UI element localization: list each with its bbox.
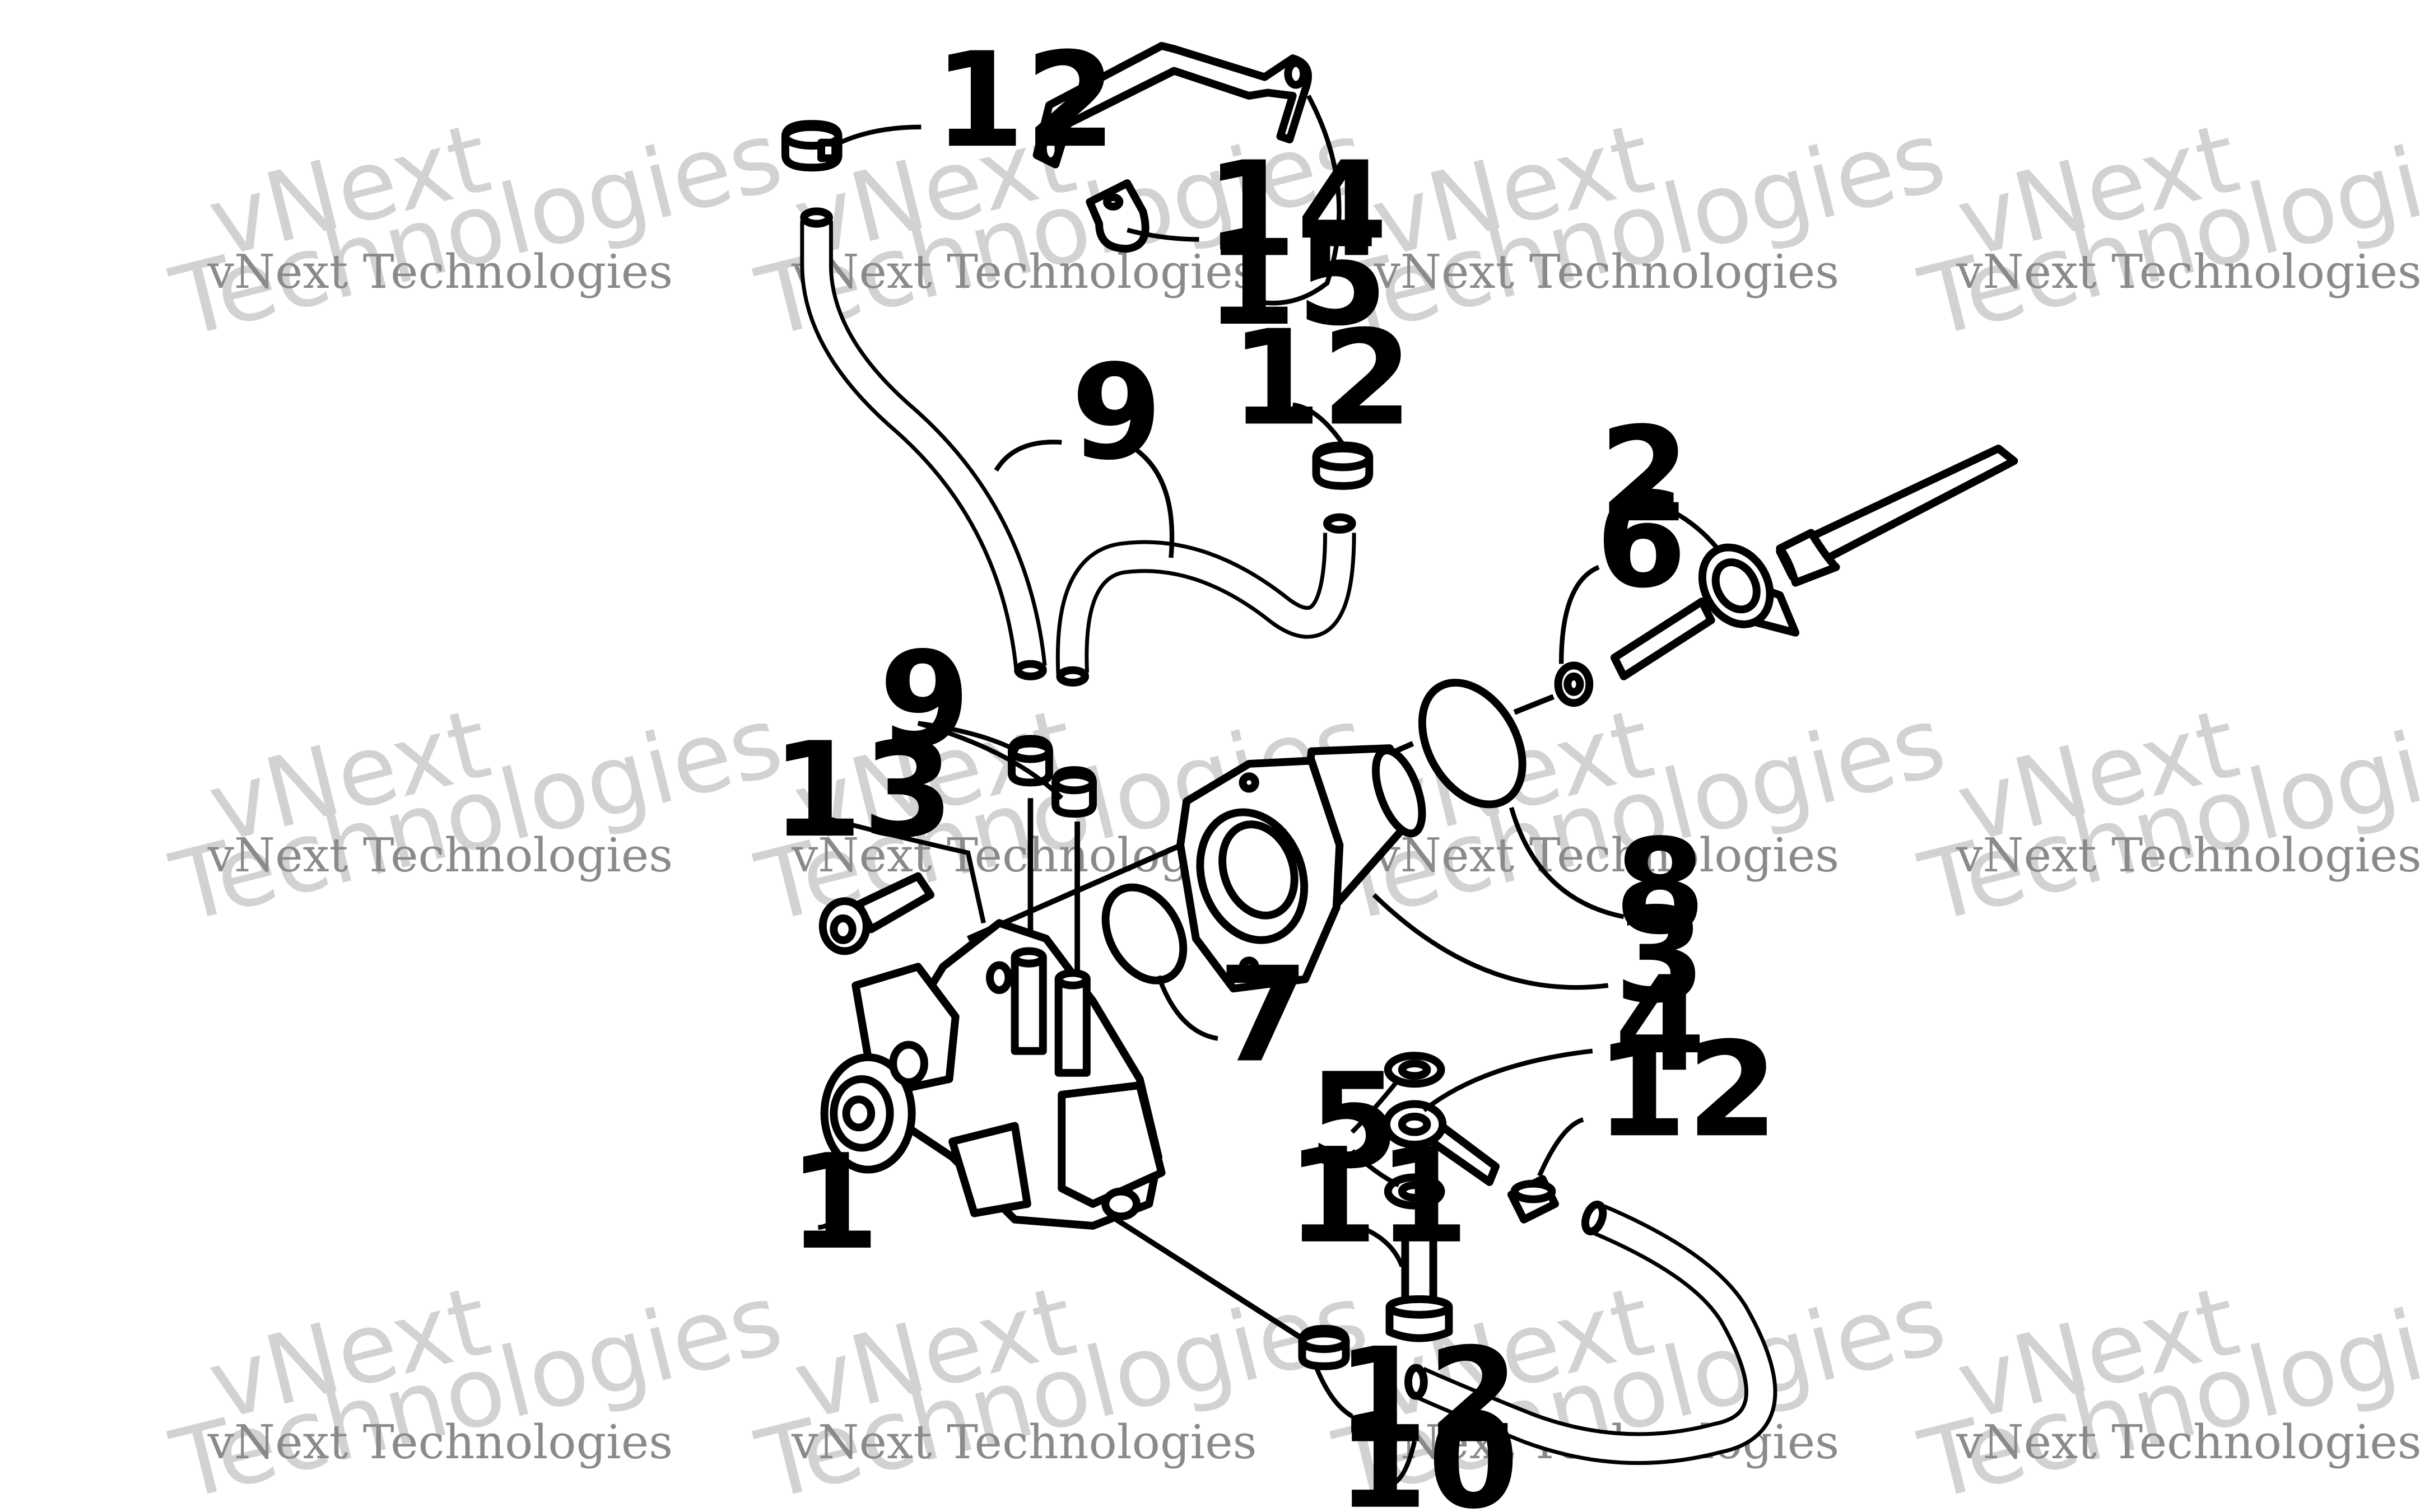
- explode-line: [1513, 694, 1555, 715]
- watermark-company: vNext Technologies: [1956, 828, 2420, 883]
- watermark-company: vNext Technologies: [791, 244, 1257, 299]
- watermark: vNext Technologies: [1910, 685, 2420, 945]
- callout-11: 11: [1287, 1121, 1469, 1273]
- callout-9: 9: [879, 624, 970, 776]
- hose-clamp-lower-left: [1298, 1324, 1350, 1370]
- callout-4: 4: [1614, 949, 1706, 1101]
- oil-hose-right: [1055, 513, 1356, 687]
- callout-6: 6: [1595, 465, 1687, 617]
- oil-hose-left: [800, 207, 1047, 680]
- watermark-company: vNext Technologies: [1374, 244, 1840, 299]
- oil-return-hose: [1404, 1200, 1777, 1465]
- oil-pump-body-part: [820, 919, 1166, 1230]
- sealing-washer-upper: [1384, 1052, 1445, 1088]
- o-ring-small: [1101, 883, 1188, 984]
- watermark-company: vNext Technologies: [1956, 1415, 2420, 1469]
- hose-clamp-upper-right: [1312, 441, 1374, 490]
- callout-2: 2: [1599, 399, 1690, 552]
- callout-12: 12: [1337, 1320, 1519, 1473]
- callout-9: 9: [1071, 337, 1162, 489]
- hose-clamp-upper-left: [781, 120, 843, 172]
- callout-12: 12: [1595, 1014, 1778, 1166]
- callout-1: 1: [788, 1127, 879, 1279]
- callout-3: 3: [1614, 880, 1706, 1033]
- callout-14: 14: [1206, 134, 1388, 286]
- thrust-washer-part: [1554, 661, 1594, 707]
- callout-10: 10: [1337, 1386, 1519, 1512]
- pump-housing-part: [1176, 744, 1426, 993]
- watermark-company: vNext Technologies: [1374, 828, 1840, 883]
- explode-line: [1115, 1217, 1313, 1347]
- small-clamps-pair: [1008, 735, 1097, 818]
- banjo-bolt-part: [1385, 1231, 1453, 1342]
- watermark: vNext Technologies: [1910, 100, 2420, 360]
- drive-shaft-gear-part: [1610, 444, 2018, 680]
- callout-5: 5: [1309, 1046, 1400, 1198]
- leader-lines: [818, 95, 1720, 1487]
- watermark-company: vNext Technologies: [207, 1415, 673, 1469]
- watermark-company: vNext Technologies: [1956, 244, 2420, 299]
- callout-8: 8: [1614, 811, 1706, 964]
- bracket-part: [1032, 41, 1312, 169]
- callout-15: 15: [1206, 203, 1388, 355]
- watermark-company: vNext Technologies: [207, 828, 673, 883]
- sealing-washer-lower: [1384, 1173, 1445, 1210]
- hose-clamp-lower-right: [1507, 1175, 1559, 1224]
- watermark: vNext Technologies: [161, 100, 793, 360]
- callout-13: 13: [771, 715, 954, 867]
- watermark-company: vNext Technologies: [207, 244, 673, 299]
- watermark: vNext Technologies: [161, 685, 793, 945]
- callout-7: 7: [1218, 939, 1309, 1091]
- o-ring-large: [1418, 679, 1527, 809]
- watermark-company: vNext Technologies: [791, 1415, 1257, 1469]
- flange-bolt-part: [818, 872, 935, 955]
- callout-12: 12: [1230, 302, 1413, 455]
- callout-12: 12: [934, 25, 1116, 177]
- callout-labels: 12 14 15 9 12 2 6 9 13 8 3 4 7 12 5 11 1…: [771, 25, 1778, 1512]
- banjo-fitting-part: [1382, 1100, 1500, 1186]
